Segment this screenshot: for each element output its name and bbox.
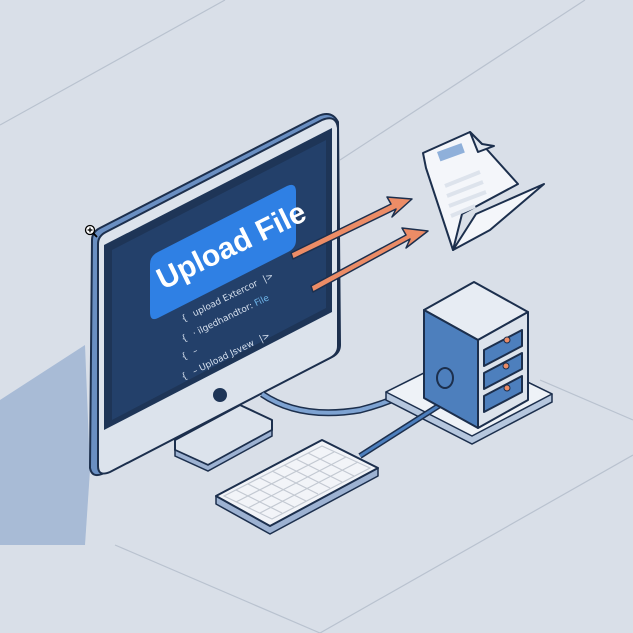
- keyboard-icon: [215, 439, 379, 535]
- server-drive: [483, 352, 523, 390]
- arrow-icon: [310, 227, 429, 293]
- server-drive: [483, 375, 523, 413]
- monitor-logo-dot: [213, 388, 227, 402]
- upload-arrows: [290, 196, 429, 293]
- monitor-shadow: [0, 345, 90, 545]
- server: [423, 281, 529, 429]
- server-connector: [436, 367, 454, 389]
- keyboard-cable: [358, 402, 442, 459]
- server-drive: [483, 329, 523, 367]
- document-icon: [422, 131, 545, 251]
- arrow-icon: [290, 196, 413, 260]
- code-line-3: { –: [180, 346, 200, 363]
- zoom-in-cursor-icon: [84, 224, 98, 238]
